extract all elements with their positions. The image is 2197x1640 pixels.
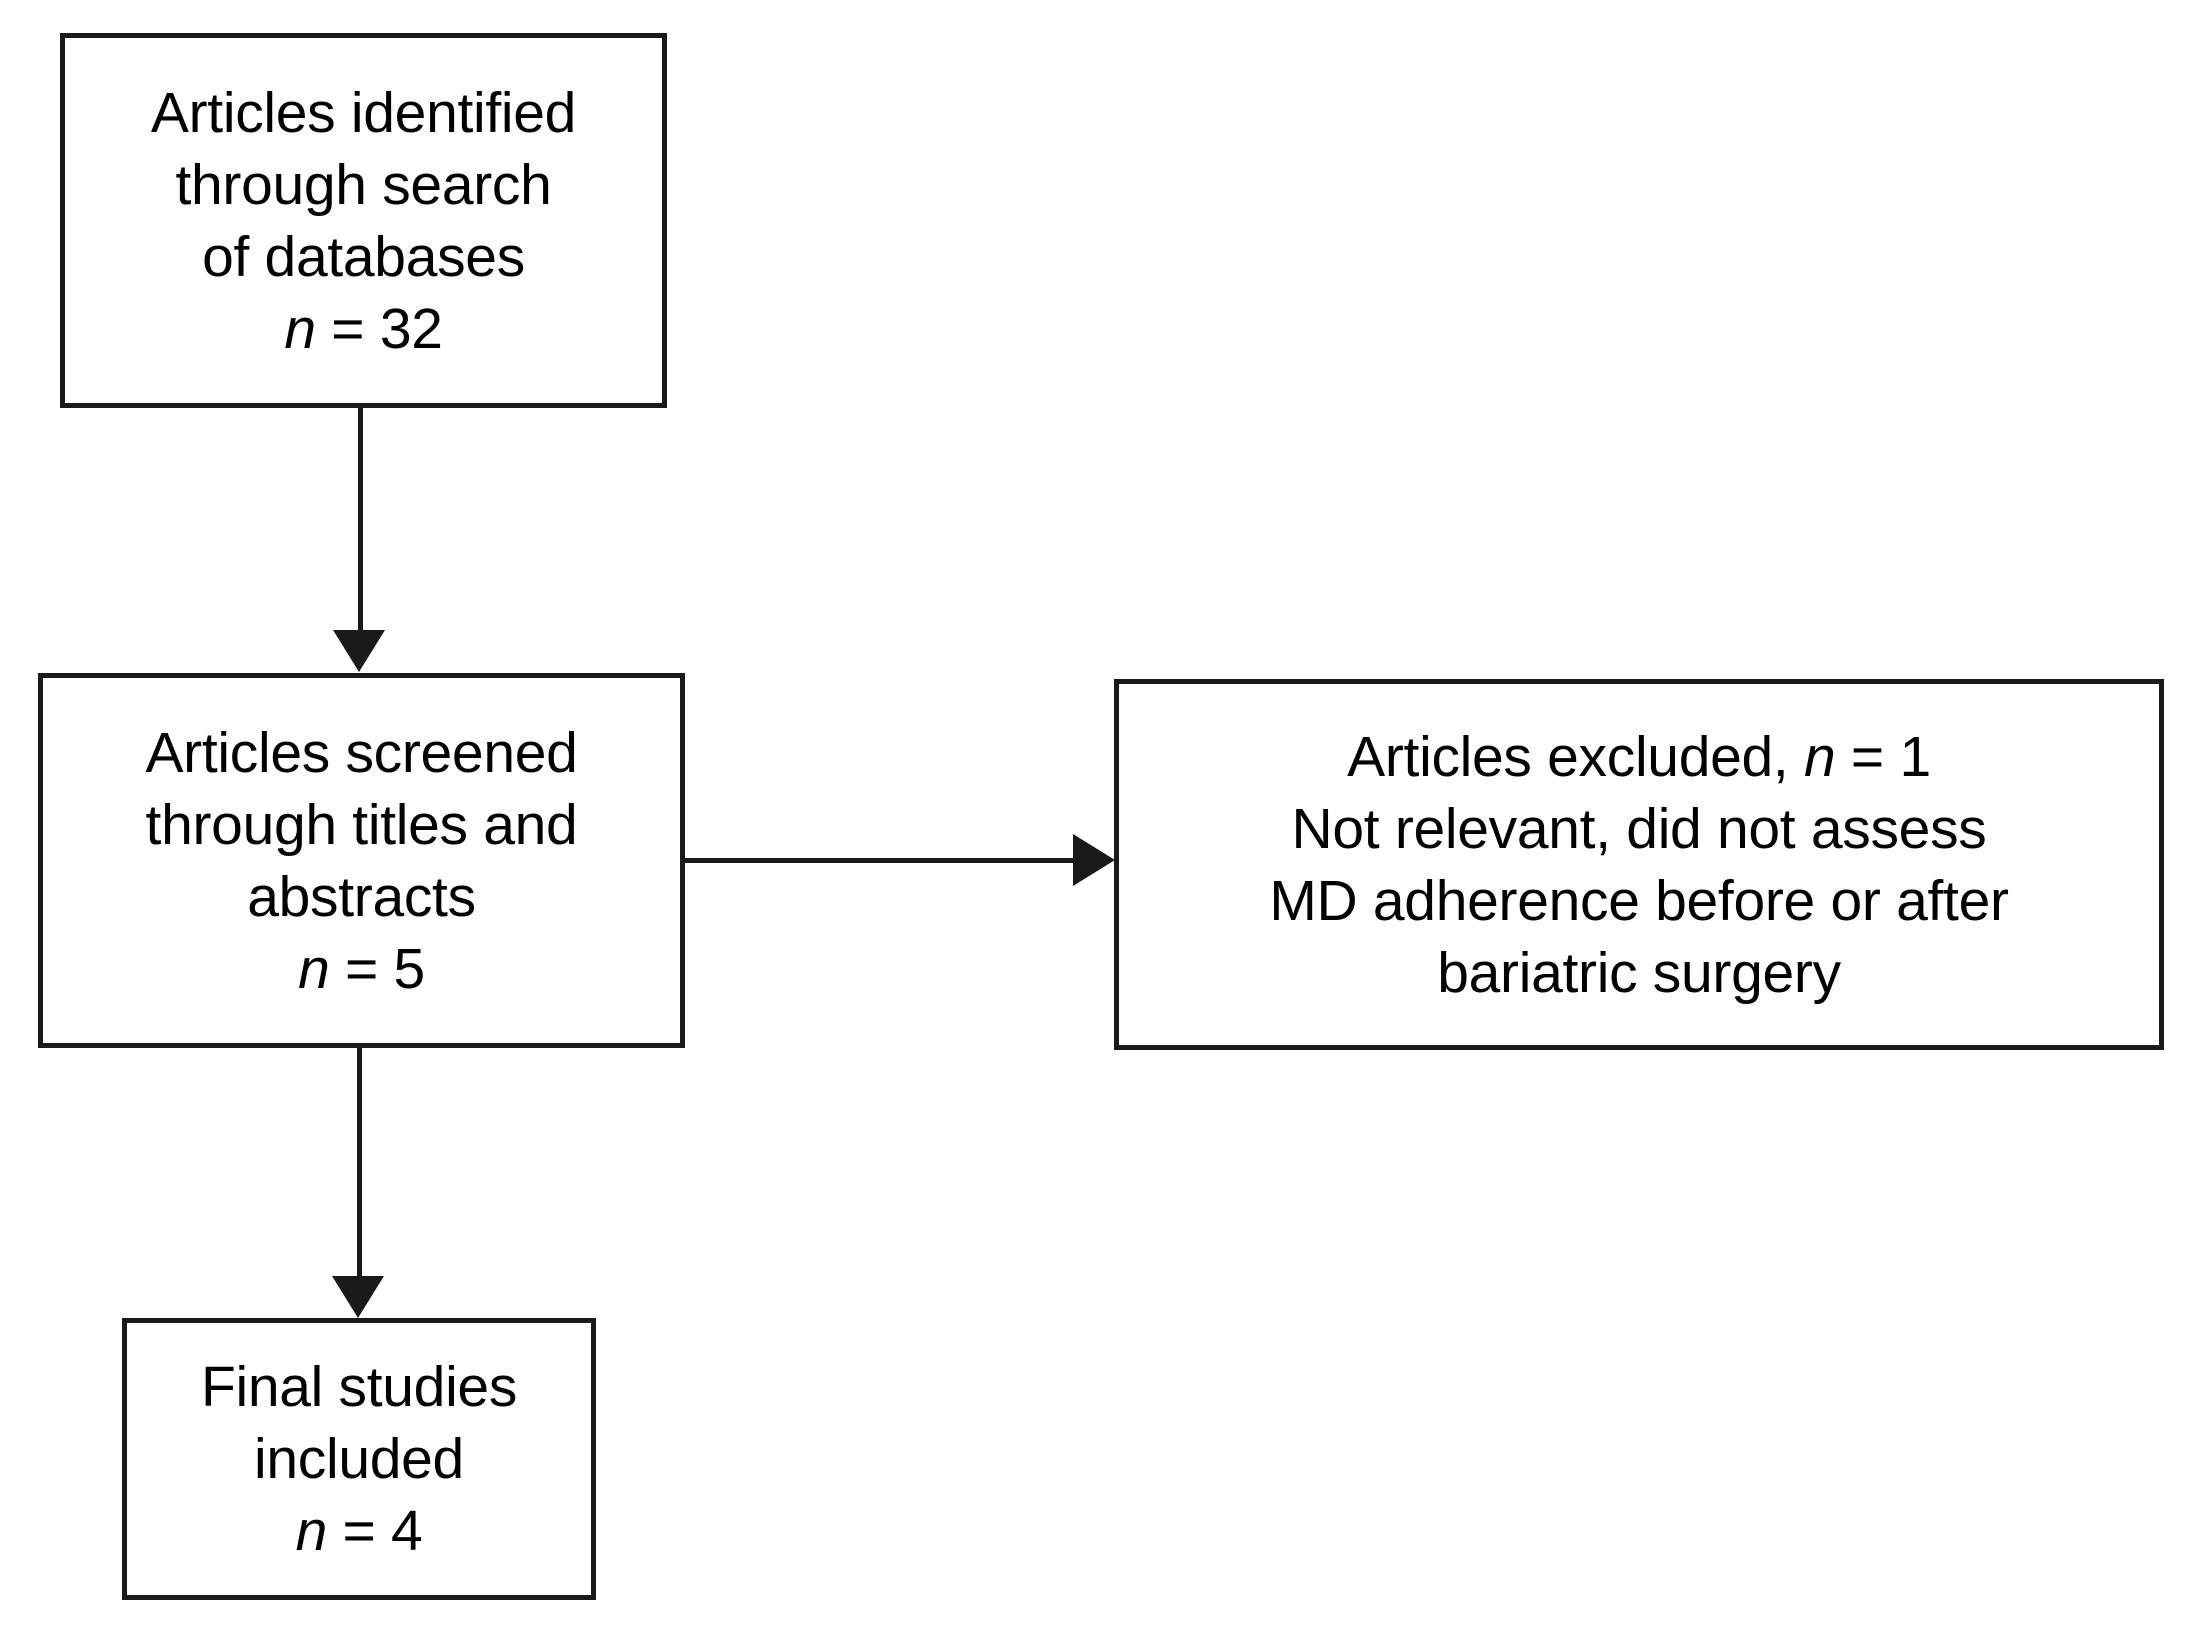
final-studies-equals: = bbox=[326, 1499, 392, 1563]
arrow-identified-to-screened-head-icon bbox=[333, 630, 385, 672]
articles-screened-line-2: through titles and bbox=[145, 792, 578, 857]
final-studies-value: 4 bbox=[391, 1499, 423, 1563]
arrow-screened-to-excluded-head-icon bbox=[1073, 834, 1115, 886]
articles-excluded-line-2: Not relevant, did not assess bbox=[1291, 796, 1987, 861]
articles-screened-line-3: abstracts bbox=[247, 864, 476, 929]
final-studies-count: n = 4 bbox=[296, 1495, 423, 1567]
articles-identified-line-3: of databases bbox=[202, 224, 525, 289]
articles-identified-line-2: through search bbox=[175, 152, 552, 217]
articles-excluded-count-line: Articles excluded, n = 1 bbox=[1347, 721, 1931, 793]
articles-identified-n-symbol: n bbox=[284, 296, 316, 361]
articles-excluded-line-4: bariatric surgery bbox=[1437, 940, 1841, 1005]
arrow-identified-to-screened-shaft bbox=[358, 408, 363, 640]
final-studies-box: Final studies included n = 4 bbox=[122, 1318, 596, 1600]
articles-screened-count: n = 5 bbox=[298, 933, 425, 1005]
arrow-screened-to-final-shaft bbox=[357, 1048, 362, 1286]
articles-excluded-value: 1 bbox=[1899, 724, 1931, 789]
articles-screened-value: 5 bbox=[393, 936, 426, 1001]
articles-screened-n-symbol: n bbox=[298, 936, 330, 1001]
articles-identified-count: n = 32 bbox=[284, 293, 443, 365]
articles-identified-equals: = bbox=[315, 296, 380, 361]
final-studies-line-1: Final studies bbox=[200, 1355, 518, 1419]
articles-identified-line-1: Articles identified bbox=[150, 80, 577, 145]
articles-excluded-box: Articles excluded, n = 1 Not relevant, d… bbox=[1114, 679, 2164, 1050]
articles-excluded-prefix: Articles excluded, bbox=[1347, 724, 1804, 789]
articles-excluded-n-symbol: n bbox=[1803, 724, 1836, 789]
articles-excluded-equals: = bbox=[1835, 724, 1900, 789]
articles-identified-value: 32 bbox=[379, 296, 443, 361]
final-studies-n-symbol: n bbox=[295, 1499, 328, 1563]
articles-screened-box: Articles screened through titles and abs… bbox=[38, 673, 685, 1048]
articles-screened-equals: = bbox=[329, 936, 394, 1001]
articles-identified-box: Articles identified through search of da… bbox=[60, 33, 667, 408]
final-studies-line-2: included bbox=[254, 1427, 464, 1491]
arrow-screened-to-final-head-icon bbox=[332, 1276, 384, 1318]
arrow-screened-to-excluded-shaft bbox=[685, 858, 1075, 863]
articles-excluded-line-3: MD adherence before or after bbox=[1269, 868, 2009, 933]
articles-screened-line-1: Articles screened bbox=[145, 720, 578, 785]
